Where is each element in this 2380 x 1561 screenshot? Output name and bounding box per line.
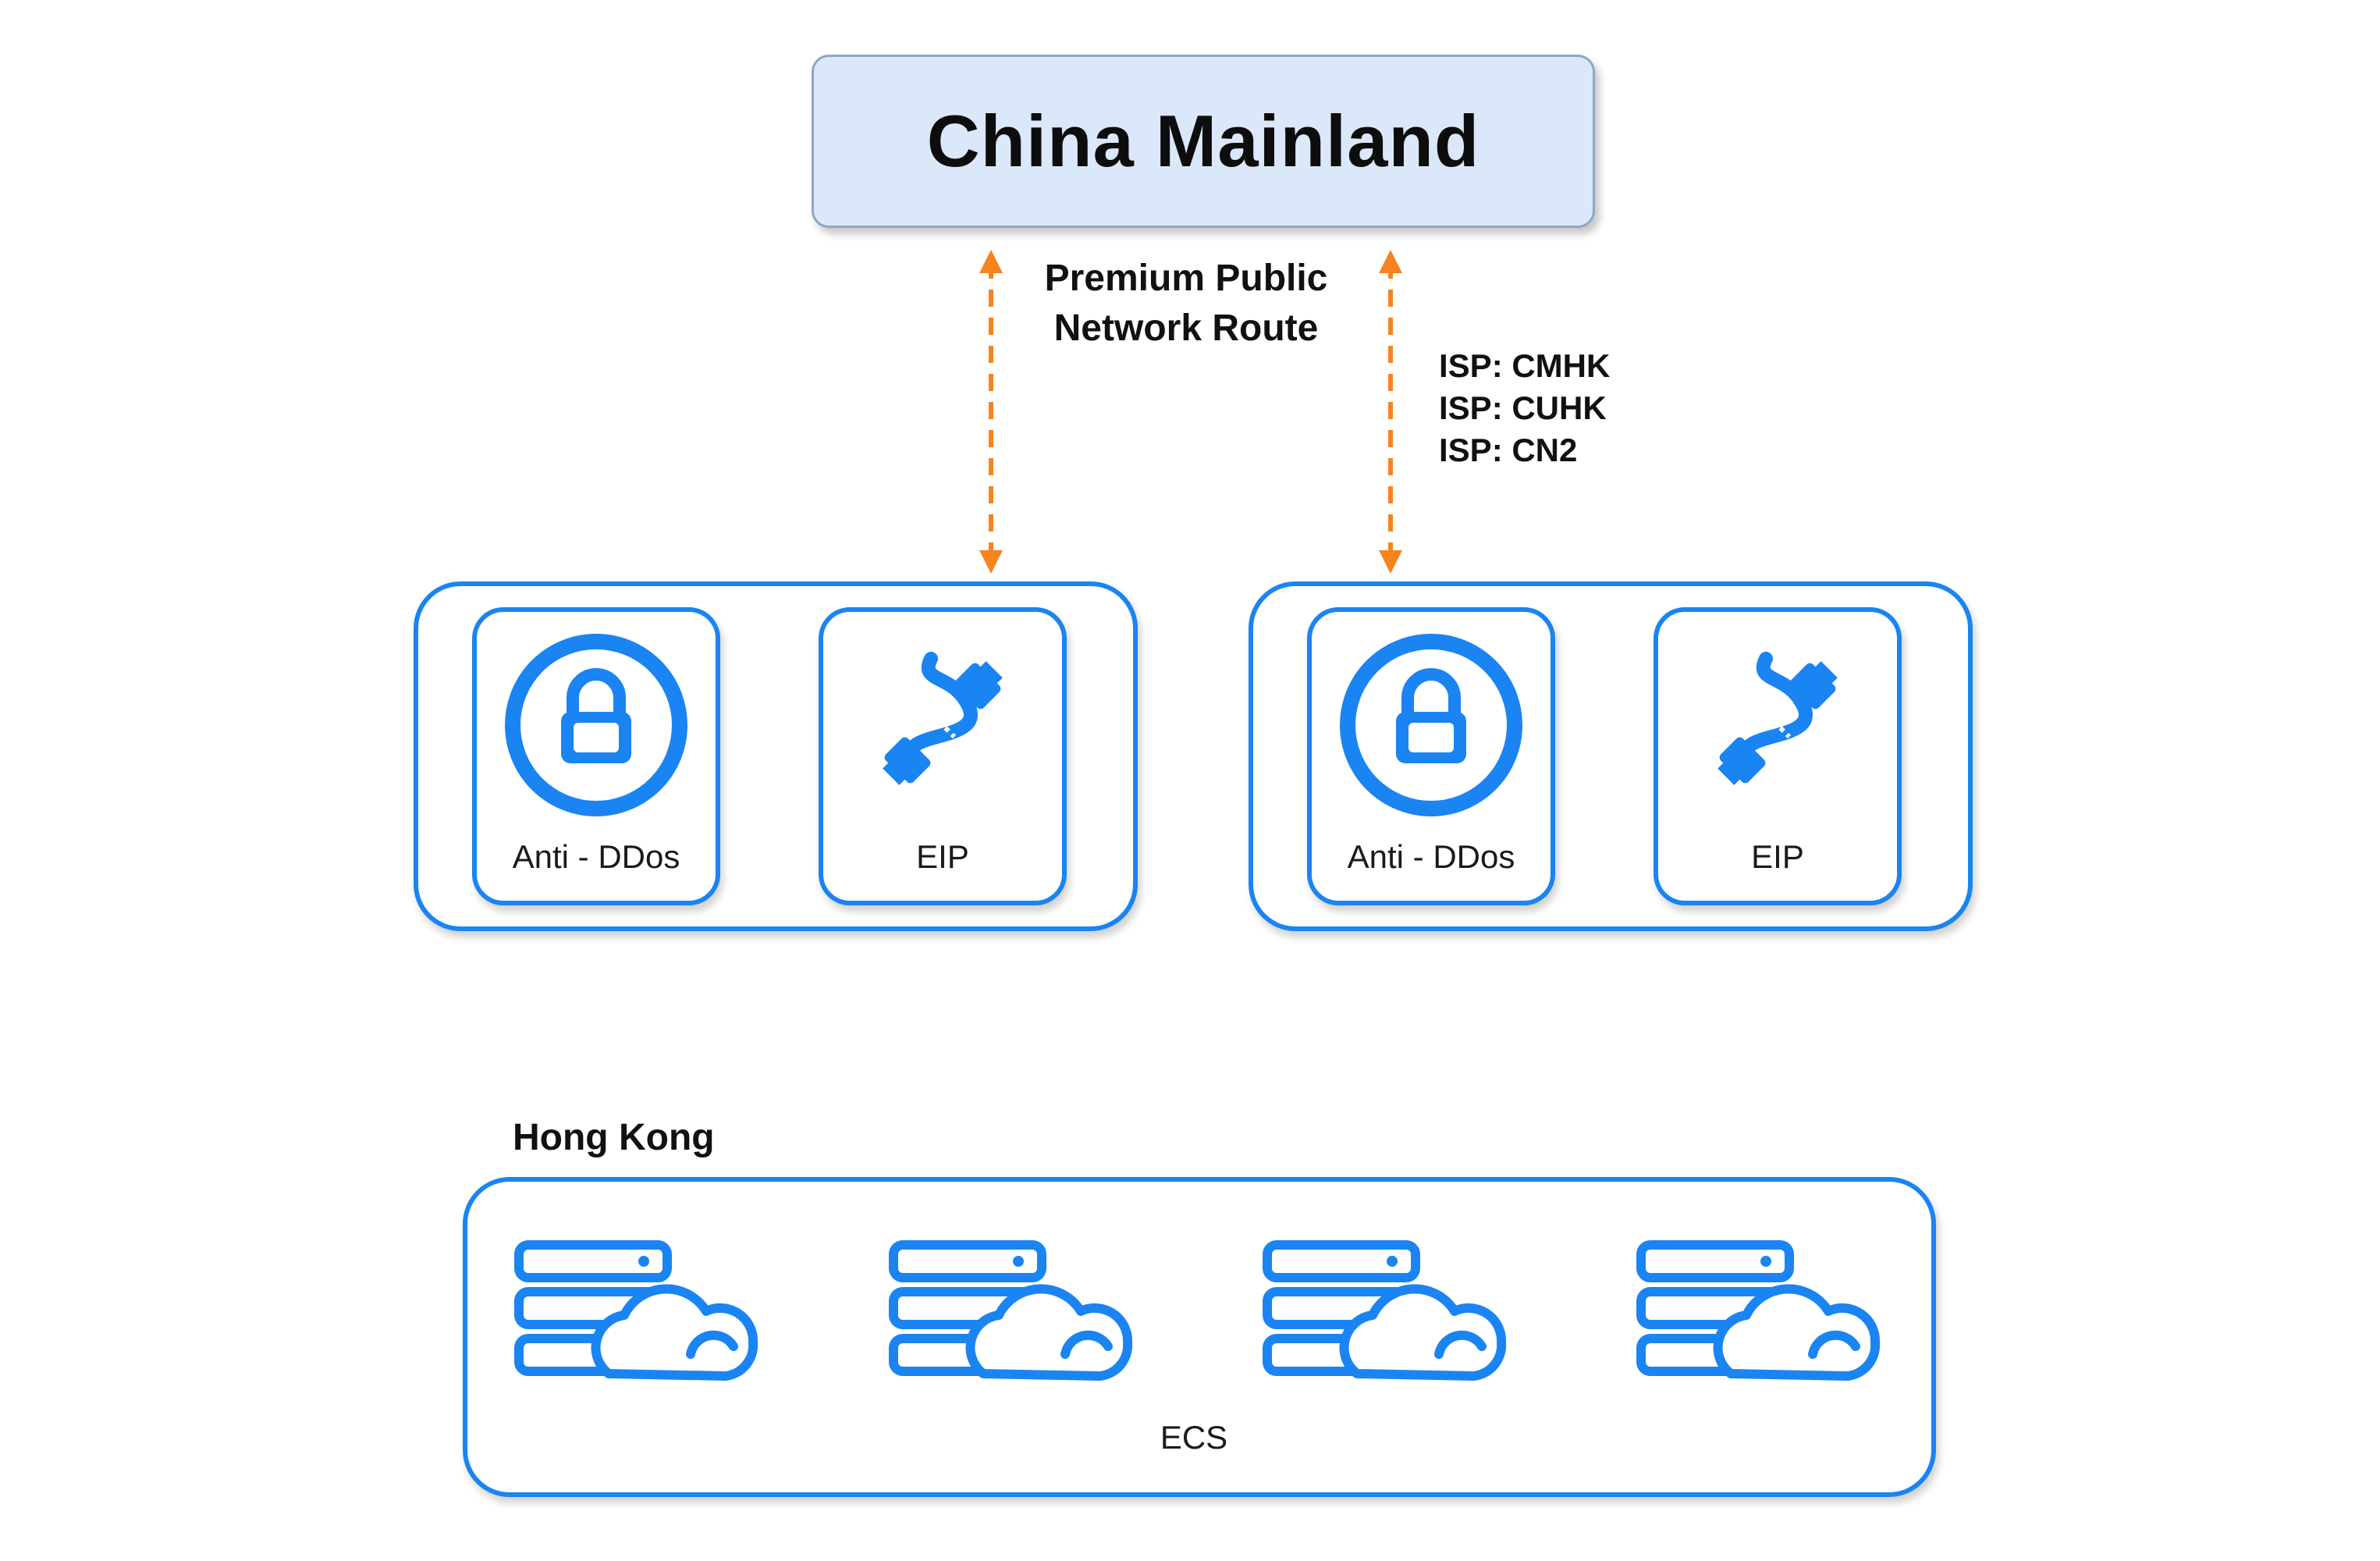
- anti-ddos-label: Anti - DDos: [1347, 838, 1515, 875]
- eip-card[interactable]: EIP: [1654, 607, 1902, 905]
- route-label: Premium Public Network Route: [975, 254, 1397, 354]
- isp-item: ISP: CMHK: [1439, 347, 1611, 384]
- route-label-line2: Network Route: [1053, 308, 1319, 349]
- eip-card[interactable]: EIP: [819, 607, 1067, 905]
- eip-label: EIP: [916, 838, 969, 875]
- server-cloud-icon: [1636, 1240, 1881, 1381]
- server-cloud-icon: [1263, 1240, 1507, 1381]
- network-cable-icon: [1718, 652, 1838, 785]
- anti-ddos-card[interactable]: Anti - DDos: [472, 607, 720, 905]
- server-cloud-icon: [889, 1240, 1133, 1381]
- server-cloud-icon: [514, 1240, 758, 1381]
- lock-shield-icon: [505, 634, 687, 816]
- isp-list: ISP: CMHK ISP: CUHK ISP: CN2: [1439, 345, 1610, 471]
- isp-item: ISP: CN2: [1439, 432, 1578, 468]
- isp-item: ISP: CUHK: [1439, 389, 1607, 426]
- anti-ddos-label: Anti - DDos: [512, 838, 680, 875]
- route-label-line1: Premium Public: [1044, 258, 1328, 299]
- ecs-label: ECS: [1160, 1419, 1228, 1456]
- mainland-title: China Mainland: [926, 100, 1480, 182]
- anti-ddos-card[interactable]: Anti - DDos: [1307, 607, 1555, 905]
- lock-shield-icon: [1340, 634, 1522, 816]
- network-cable-icon: [883, 652, 1003, 785]
- china-mainland-box: China Mainland: [812, 55, 1595, 228]
- region-label: Hong Kong: [513, 1117, 715, 1158]
- eip-label: EIP: [1751, 838, 1804, 875]
